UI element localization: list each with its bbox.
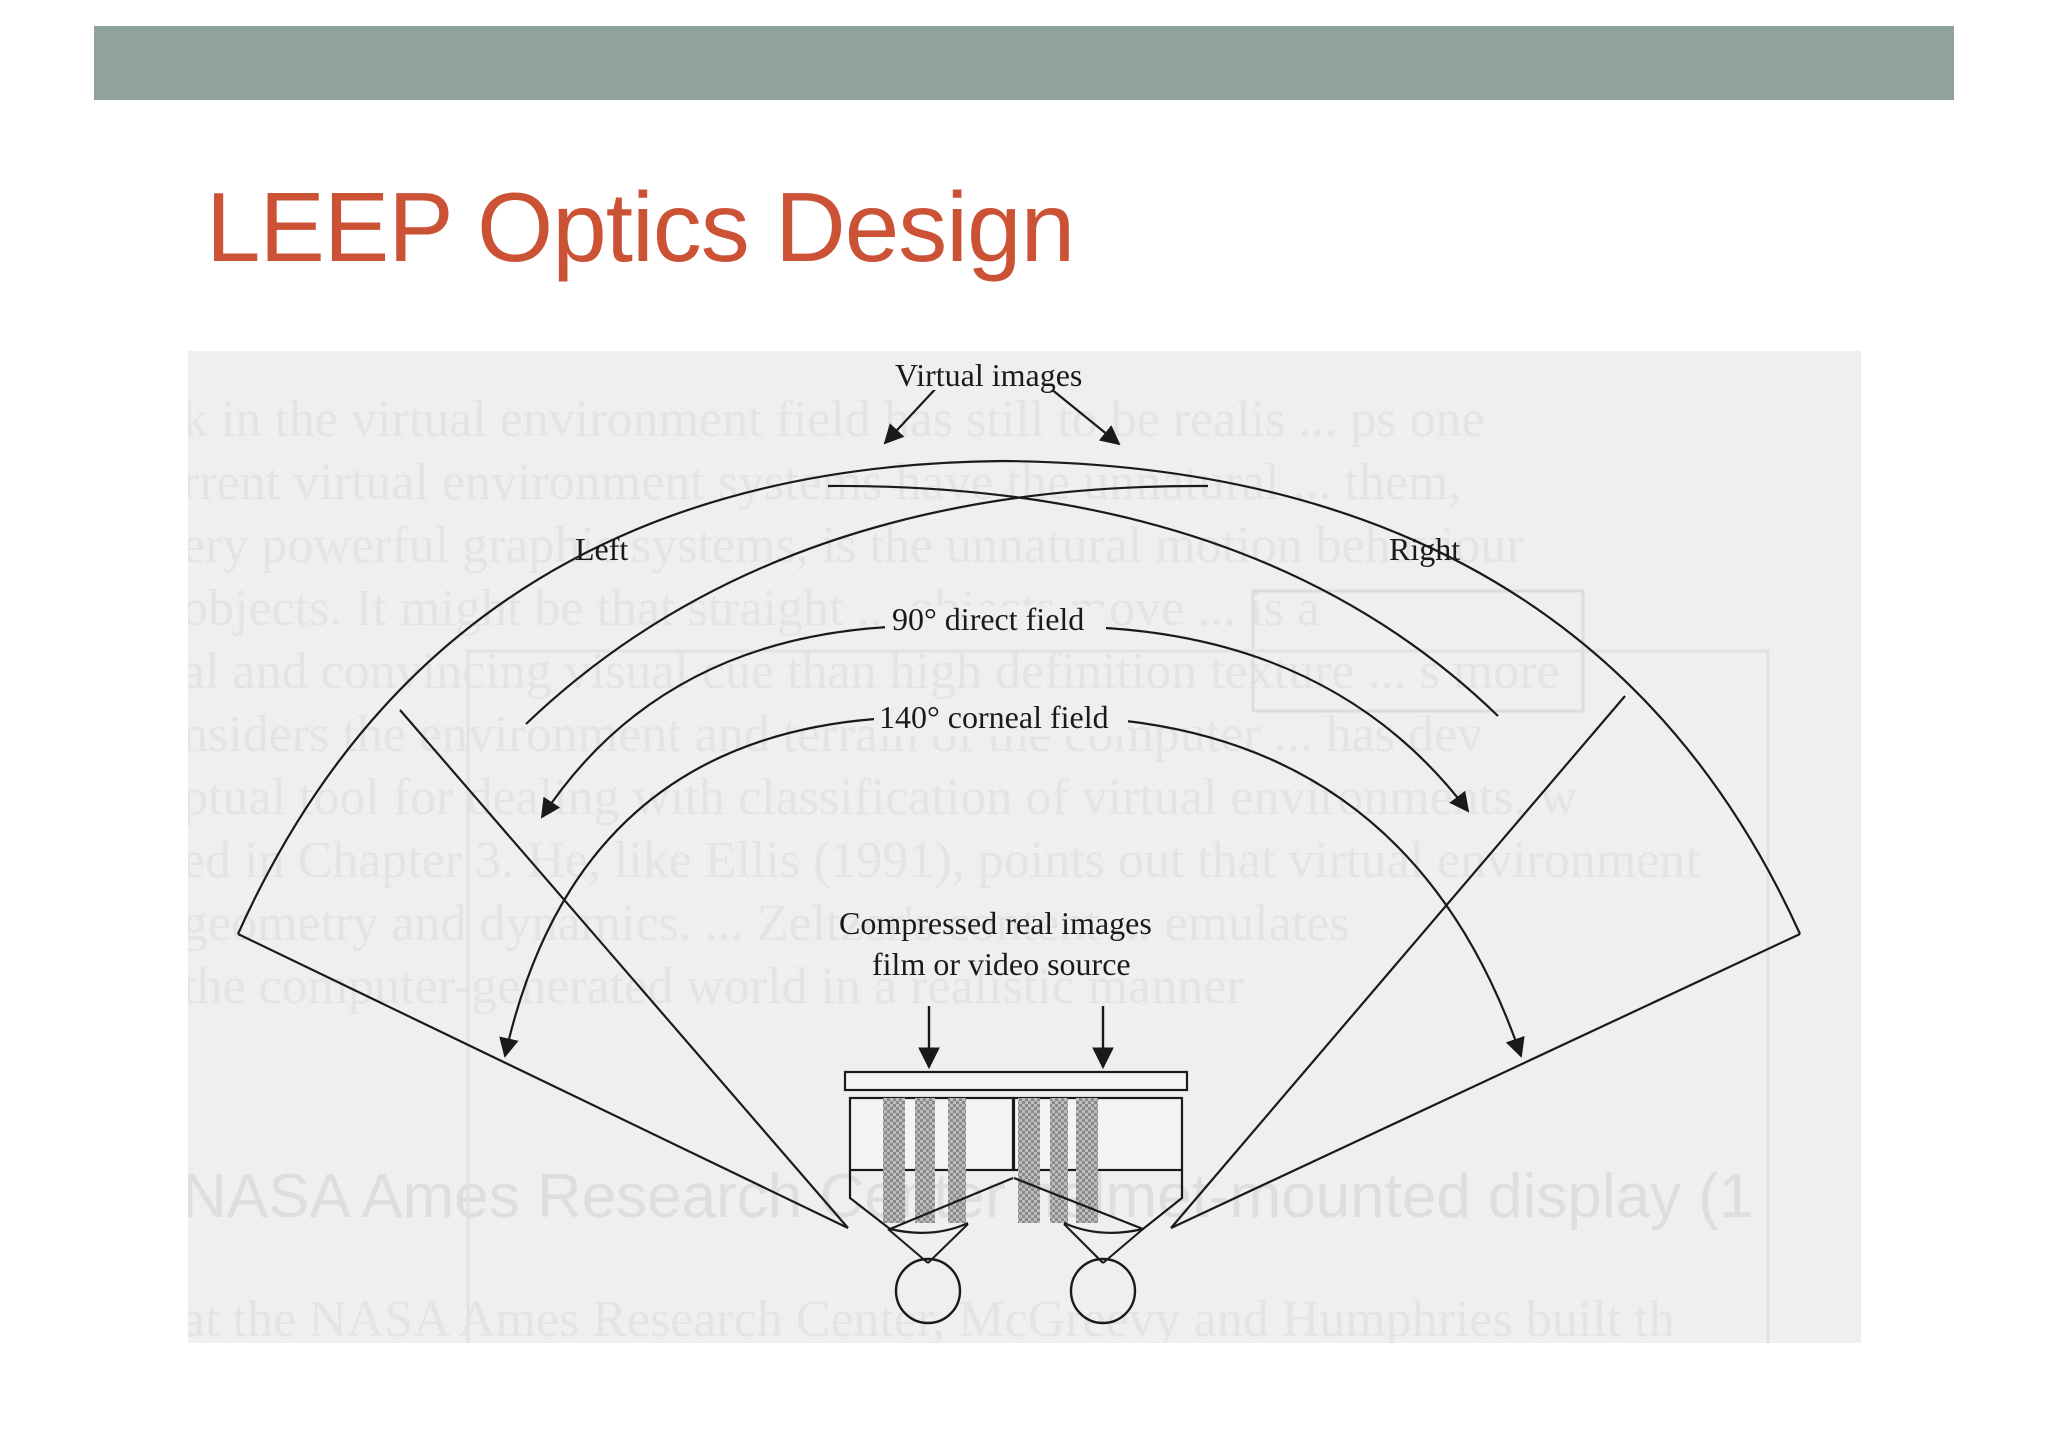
bg-line-7: ptual tool for dealing with classificati…	[188, 769, 1577, 826]
bg-footer-line: at the NASA Ames Research Center, McGree…	[188, 1291, 1675, 1343]
bg-line-4: objects. It might be that straight ... o…	[188, 580, 1320, 637]
left-lens-housing	[848, 1096, 1015, 1325]
right-eye-icon	[1069, 1257, 1137, 1325]
bg-line-10: the computer-generated world in a realis…	[188, 958, 1244, 1015]
compressed-images-label: Compressed real images	[839, 905, 1152, 941]
left-label: Left	[575, 531, 628, 567]
direct-field-arrow-right	[1105, 626, 1470, 813]
video-source-label: film or video source	[872, 946, 1131, 982]
leep-optics-figure: k in the virtual environment field has s…	[188, 351, 1861, 1343]
slide-title: LEEP Optics Design	[206, 172, 1075, 282]
corneal-field-arrow-right	[1125, 719, 1525, 1058]
bg-line-6: nsiders the environment and terrain of t…	[188, 706, 1483, 763]
left-image-arc	[525, 484, 1209, 725]
bg-line-9: geometry and dynamics. ... Zeltzer's con…	[188, 895, 1349, 952]
display-plate	[843, 1070, 1189, 1092]
virtual-images-arrow-left	[883, 383, 941, 445]
virtual-images-arrow-right	[1044, 383, 1121, 446]
bg-line-8: ed in Chapter 3. He, like Ellis (1991), …	[188, 832, 1700, 889]
virtual-images-label: Virtual images	[895, 357, 1082, 393]
header-accent-bar	[94, 26, 1954, 100]
right-lens-housing	[1012, 1096, 1184, 1325]
right-image-arc	[827, 484, 1499, 717]
bg-line-3: ery powerful graphic systems, is the unn…	[188, 517, 1524, 574]
leep-optics-diagram: k in the virtual environment field has s…	[188, 357, 1802, 1343]
background-page-text: k in the virtual environment field has s…	[188, 391, 1770, 1343]
left-eye-icon	[894, 1257, 962, 1325]
bg-line-2: rrent virtual environment systems have t…	[188, 454, 1461, 511]
corneal-field-label: 140° corneal field	[879, 699, 1109, 735]
direct-field-arrow-left	[540, 625, 889, 819]
bg-line-1: k in the virtual environment field has s…	[188, 391, 1485, 448]
direct-field-label: 90° direct field	[892, 601, 1084, 637]
right-label: Right	[1389, 531, 1460, 567]
corneal-field-arrow-left	[499, 717, 876, 1058]
outer-field-fan	[236, 459, 1802, 1229]
